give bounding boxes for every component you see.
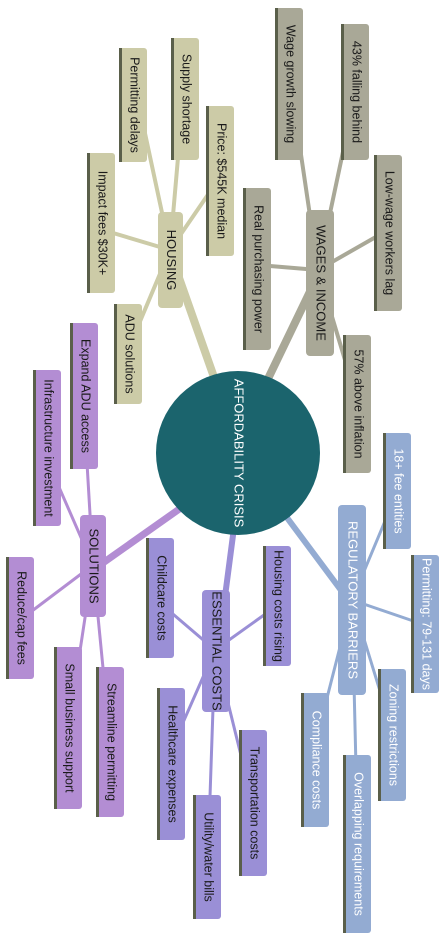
leaf-label: Permitting delays <box>128 57 142 153</box>
leaf-impact-fees[interactable]: Impact fees $30K+ <box>87 153 115 293</box>
leaf-streamline[interactable]: Streamline permitting <box>96 667 124 817</box>
leaf-label: Wage growth slowing <box>284 25 298 143</box>
center-label: AFFORDABILITY CRISIS <box>232 379 247 528</box>
leaf-expand-adu[interactable]: Expand ADU access <box>70 323 98 469</box>
leaf-label: Infrastructure investment <box>42 379 56 517</box>
branch-label-regulatory: REGULATORY BARRIERS <box>346 521 361 679</box>
leaf-healthcare[interactable]: Healthcare expenses <box>157 688 185 840</box>
leaf-label: Expand ADU access <box>79 339 93 453</box>
leaf-label: Utility/water bills <box>202 812 216 902</box>
leaf-label: Real purchasing power <box>252 205 266 333</box>
leaf-zoning[interactable]: Zoning restrictions <box>378 669 406 801</box>
leaf-label: Impact fees $30K+ <box>96 171 110 276</box>
leaf-low-wage[interactable]: Low-wage workers lag <box>374 155 402 311</box>
leaf-label: Housing costs rising <box>272 550 286 662</box>
branch-label-wages: WAGES & INCOME <box>314 225 329 341</box>
leaf-label: Compliance costs <box>310 711 324 810</box>
leaf-purchasing-power[interactable]: Real purchasing power <box>243 188 271 350</box>
leaf-falling-behind[interactable]: 43% falling behind <box>341 24 369 160</box>
center-node[interactable]: AFFORDABILITY CRISIS <box>156 371 320 535</box>
leaf-childcare[interactable]: Childcare costs <box>146 538 174 658</box>
branch-housing: HOUSING Impact fees $30K+ Permitting del… <box>87 38 234 404</box>
leaf-utility[interactable]: Utility/water bills <box>193 795 221 919</box>
leaf-above-inflation[interactable]: 57% above inflation <box>343 335 371 473</box>
branch-regulatory: REGULATORY BARRIERS 18+ fee entities Per… <box>301 433 439 933</box>
leaf-label: Childcare costs <box>155 555 169 640</box>
leaf-label: Reduce/cap fees <box>15 571 29 665</box>
leaf-label: Transportation costs <box>248 747 262 860</box>
leaf-label: Price: $545K median <box>215 123 229 239</box>
leaf-supply-shortage[interactable]: Supply shortage <box>171 38 199 160</box>
leaf-label: Zoning restrictions <box>387 684 401 786</box>
branch-essential: ESSENTIAL COSTS Childcare costs Housing … <box>146 538 291 919</box>
leaf-label: Streamline permitting <box>105 683 119 801</box>
branch-wages: WAGES & INCOME Wage growth slowing 43% f… <box>243 8 402 473</box>
leaf-label: Low-wage workers lag <box>383 171 397 295</box>
branch-node-regulatory[interactable]: REGULATORY BARRIERS <box>338 505 366 695</box>
leaf-small-business[interactable]: Small business support <box>54 647 82 809</box>
branch-label-essential: ESSENTIAL COSTS <box>210 591 225 711</box>
branch-solutions: SOLUTIONS Expand ADU access Infrastructu… <box>6 323 124 817</box>
branch-label-solutions: SOLUTIONS <box>87 528 102 603</box>
leaf-reduce-fees[interactable]: Reduce/cap fees <box>6 557 34 679</box>
connector-solutions <box>96 501 189 569</box>
leaf-wage-growth[interactable]: Wage growth slowing <box>275 8 303 160</box>
branch-node-housing[interactable]: HOUSING <box>158 212 183 308</box>
leaf-infrastructure[interactable]: Infrastructure investment <box>33 370 61 526</box>
leaf-transportation[interactable]: Transportation costs <box>239 730 267 876</box>
leaf-label: 43% falling behind <box>350 41 364 143</box>
branch-label-housing: HOUSING <box>164 230 179 291</box>
leaf-overlapping[interactable]: Overlapping requirements <box>343 755 371 933</box>
leaf-fee-entities[interactable]: 18+ fee entities <box>383 433 411 549</box>
leaf-permitting-delays[interactable]: Permitting delays <box>119 48 147 162</box>
leaf-price-median[interactable]: Price: $545K median <box>206 106 234 256</box>
branch-node-solutions[interactable]: SOLUTIONS <box>80 515 106 617</box>
leaf-label: Healthcare expenses <box>166 705 180 822</box>
leaf-label: Supply shortage <box>180 54 194 144</box>
branch-node-wages[interactable]: WAGES & INCOME <box>306 210 334 356</box>
leaf-label: ADU solutions <box>123 314 137 393</box>
leaf-label: Small business support <box>63 663 77 793</box>
branch-node-essential[interactable]: ESSENTIAL COSTS <box>202 590 230 712</box>
leaf-label: 57% above inflation <box>352 349 366 458</box>
leaf-permitting-days[interactable]: Permitting: 79-131 days <box>411 555 439 693</box>
leaf-housing-rising[interactable]: Housing costs rising <box>263 546 291 666</box>
leaf-compliance[interactable]: Compliance costs <box>301 693 329 827</box>
leaf-adu-solutions[interactable]: ADU solutions <box>114 304 142 404</box>
leaf-label: Permitting: 79-131 days <box>420 558 434 690</box>
leaf-label: Overlapping requirements <box>352 772 366 916</box>
leaf-label: 18+ fee entities <box>392 448 406 533</box>
